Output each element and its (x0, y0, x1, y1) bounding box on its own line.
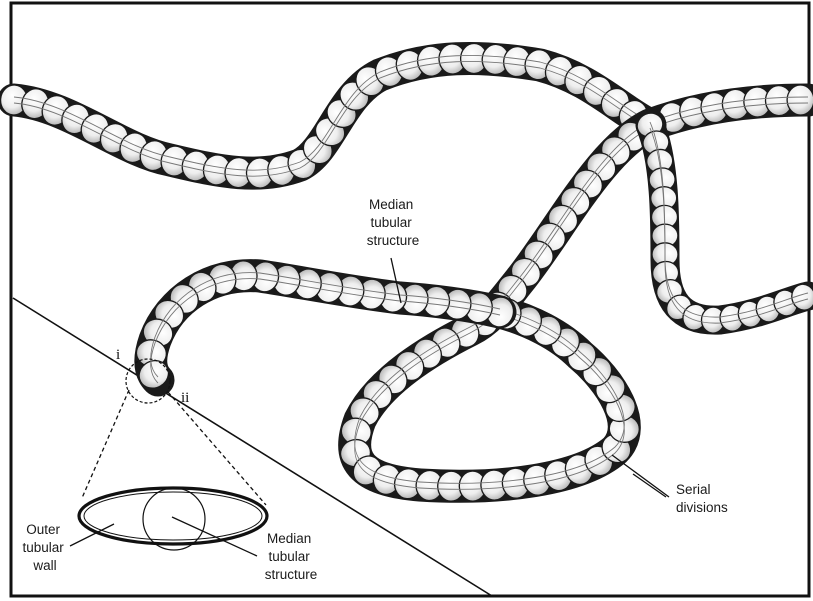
label-median-tubular-structure-top: Median tubular structure (367, 197, 420, 248)
marker-i: i (116, 347, 120, 363)
marker-ii: ii (181, 390, 189, 406)
outer-tubular-wall-ellipse (79, 488, 267, 544)
filament-segment (787, 85, 813, 115)
label-median-tubular-structure-bottom: Median tubular structure (265, 531, 318, 582)
